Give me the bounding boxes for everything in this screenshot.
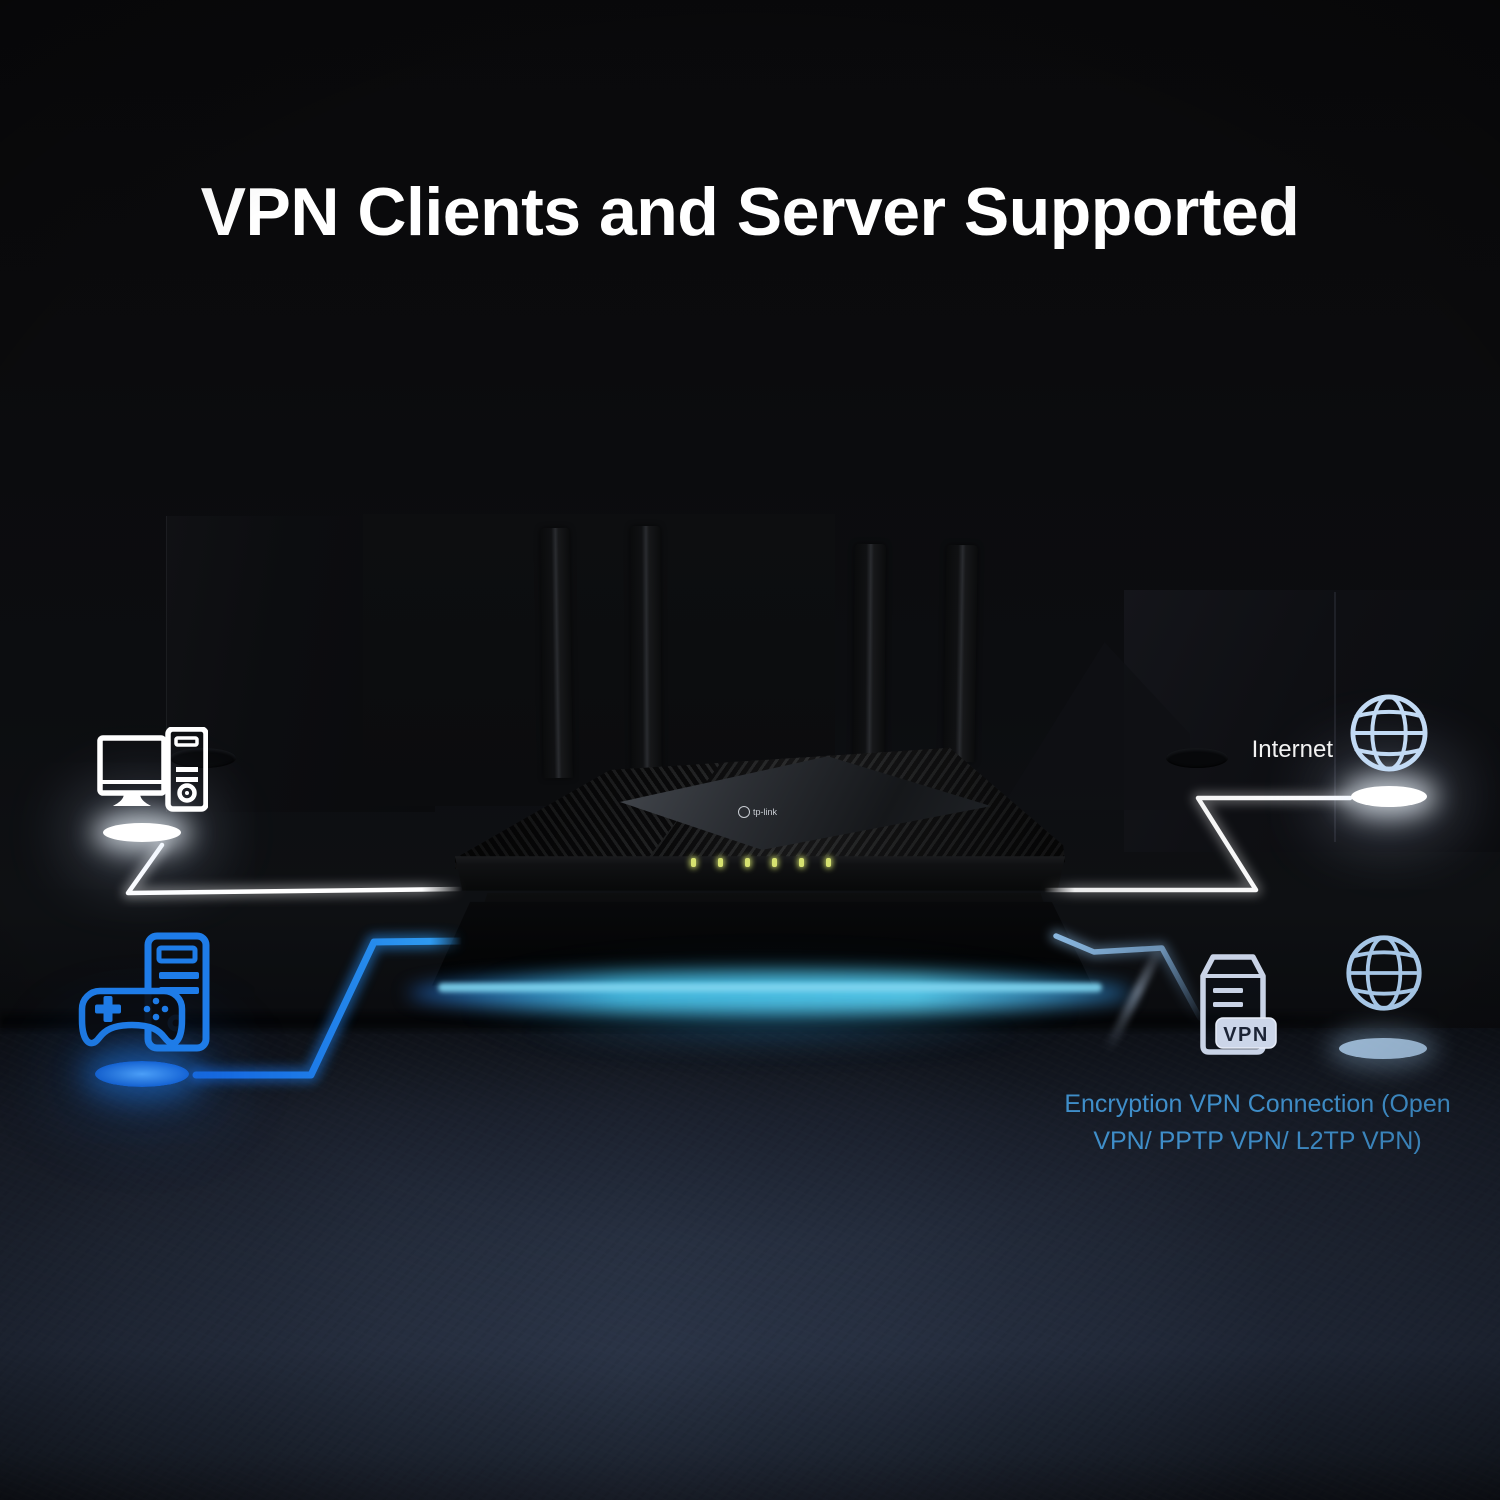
gaming-line-glow bbox=[188, 933, 468, 1083]
tp-link-logo-ring-icon bbox=[738, 806, 750, 818]
vpn-server-icon: VPN bbox=[1200, 954, 1277, 1055]
pedestal-glow-core bbox=[438, 983, 1102, 992]
router-led bbox=[718, 858, 723, 867]
router-led bbox=[799, 858, 804, 867]
router-led bbox=[745, 858, 750, 867]
router-led bbox=[826, 858, 831, 867]
vpn-caption-line2: VPN/ PPTP VPN/ L2TP VPN) bbox=[1093, 1127, 1422, 1155]
page-title: VPN Clients and Server Supported bbox=[200, 174, 1300, 250]
desk-block-right-edge bbox=[1334, 592, 1336, 842]
remote-globe-icon bbox=[1346, 935, 1422, 1011]
router-led bbox=[772, 858, 777, 867]
tp-link-logo: tp-link bbox=[738, 802, 828, 822]
desktop-computer-icon bbox=[97, 727, 208, 812]
desk-block-center bbox=[363, 514, 835, 806]
internet-line-glow bbox=[1040, 792, 1356, 896]
router-led bbox=[691, 858, 696, 867]
internet-glow-ellipse bbox=[1351, 786, 1427, 807]
remote-globe-glow-ellipse bbox=[1339, 1038, 1427, 1059]
vpn-caption-line1: Encryption VPN Connection (Open bbox=[1064, 1090, 1451, 1118]
vpn-caption: Encryption VPN Connection (Open VPN/ PPT… bbox=[1040, 1086, 1475, 1160]
gaming-line bbox=[192, 937, 464, 1079]
internet-globe-icon bbox=[1350, 694, 1428, 772]
gamepad-icon bbox=[78, 987, 186, 1047]
tp-link-logo-text: tp-link bbox=[753, 807, 778, 817]
internet-line bbox=[1043, 795, 1353, 893]
floor-texture bbox=[0, 1028, 1500, 1500]
pedestal-glow-reflection bbox=[430, 1006, 1110, 1058]
computer-line bbox=[125, 842, 463, 896]
vpn-badge bbox=[1215, 1017, 1277, 1049]
vpn-line bbox=[1053, 933, 1203, 1021]
gaming-pc-icon bbox=[78, 932, 210, 1052]
computer-glow-ellipse bbox=[103, 823, 181, 842]
internet-label: Internet bbox=[1251, 736, 1333, 763]
vpn-badge-label: VPN bbox=[1223, 1024, 1269, 1046]
desk-grommet-right bbox=[1166, 748, 1228, 768]
gaming-glow-ellipse bbox=[95, 1061, 189, 1087]
router-front-face bbox=[454, 856, 1066, 891]
desk-grommet-left bbox=[170, 748, 236, 768]
computer-line-glow bbox=[122, 839, 466, 899]
floor bbox=[0, 1028, 1500, 1500]
pedestal-glow-band bbox=[408, 972, 1132, 1014]
led-row bbox=[691, 858, 831, 870]
